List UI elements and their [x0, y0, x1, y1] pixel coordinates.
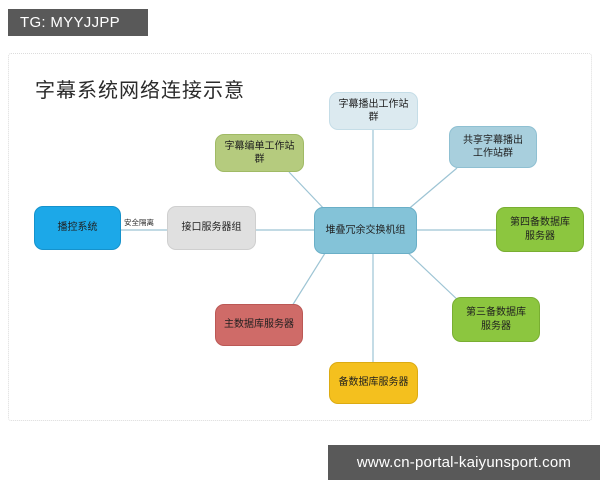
node-label: 接口服务器组: [181, 222, 242, 234]
node-label: 备数据库服务器: [338, 377, 409, 389]
node-label: 第四备数据库服务器: [510, 217, 570, 242]
node-sub-play[interactable]: 字幕播出工作站群: [329, 92, 418, 130]
connector-lines-layer: [121, 130, 496, 362]
node-dbmain[interactable]: 主数据库服务器: [215, 304, 303, 346]
node-label: 堆叠冗余交换机组: [325, 224, 406, 236]
diagram-title: 字幕系统网络连接示意: [35, 78, 245, 102]
connector-center-db3: [404, 249, 462, 304]
node-label: 第三备数据库服务器: [466, 307, 526, 332]
edge-label-secure-isolation: 安全隔离: [122, 216, 156, 229]
node-label: 主数据库服务器: [224, 319, 294, 331]
node-label: 播控系统: [57, 222, 98, 234]
node-broadcast[interactable]: 播控系统: [34, 206, 121, 250]
node-center[interactable]: 堆叠冗余交换机组: [314, 207, 417, 254]
node-db3[interactable]: 第三备数据库服务器: [452, 297, 540, 342]
connector-center-editor: [288, 171, 328, 213]
node-label: 共享字幕播出工作站群: [463, 134, 523, 160]
node-dbbackup[interactable]: 备数据库服务器: [329, 362, 418, 404]
diagram-canvas: 字幕系统网络连接示意 堆叠冗余交换机组 字幕播出工作站群共享字幕播出工作站群 字幕编…: [8, 53, 592, 421]
node-db4[interactable]: 第四备数据库服务器: [496, 207, 584, 252]
node-shared[interactable]: 共享字幕播出工作站群: [449, 126, 537, 168]
tg-tag-badge: TG: MYYJJPP: [8, 9, 148, 36]
node-label: 字幕编单工作站群: [224, 140, 295, 166]
node-label: 字幕播出工作站群: [338, 98, 409, 124]
node-iface[interactable]: 接口服务器组: [167, 206, 256, 250]
site-watermark: www.cn-portal-kaiyunsport.com: [328, 445, 600, 480]
connector-center-dbmain: [291, 249, 328, 307]
connector-center-shared: [404, 167, 458, 213]
node-editor[interactable]: 字幕编单工作站群: [215, 134, 304, 172]
